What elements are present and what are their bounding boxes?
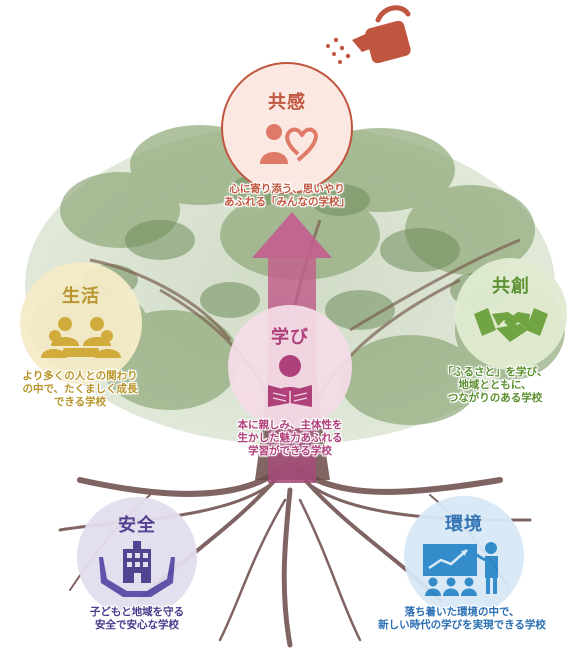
hands-building-icon xyxy=(99,541,175,597)
node-anzen-title: 安全 xyxy=(118,515,156,536)
node-anzen: 安全 xyxy=(77,497,197,617)
reading-person-icon xyxy=(268,355,312,407)
node-seikatsu: 生活 xyxy=(20,262,142,384)
node-manabi-caption: 本に親しみ、主体性を 生かした魅力あふれる 学習ができる学校 xyxy=(237,419,343,457)
node-kyoso-caption: 「ふるさと」を学び、 地域とともに、 つながりのある学校 xyxy=(442,366,548,404)
node-kyokan-title: 共感 xyxy=(268,92,306,113)
node-seikatsu-caption: より多くの人との関わり の中で、たくましく成長 できる学校 xyxy=(22,370,138,408)
node-kyoso: 共創 xyxy=(455,258,567,370)
handshake-icon xyxy=(474,308,548,342)
group-people-icon xyxy=(41,317,121,358)
node-seikatsu-title: 生活 xyxy=(62,286,100,307)
node-kyoso-title: 共創 xyxy=(492,276,530,297)
node-kankyo-caption: 落ち着いた環境の中で、 新しい時代の学びを実現できる学校 xyxy=(378,606,546,631)
presentation-icon xyxy=(423,542,498,596)
person-heart-icon xyxy=(260,124,318,164)
node-anzen-caption: 子どもと地域を守る 安全で安心な学校 xyxy=(89,606,185,631)
node-kyokan: 共感 xyxy=(221,62,353,194)
node-kyokan-caption: 心に寄り添う、思いやり あふれる「みんなの学校」 xyxy=(224,183,350,208)
node-manabi-title: 学び xyxy=(271,327,309,348)
node-kankyo: 環境 xyxy=(404,496,524,616)
node-manabi: 学び xyxy=(228,305,352,429)
node-kankyo-title: 環境 xyxy=(445,514,483,535)
watering-can-icon xyxy=(326,5,411,64)
